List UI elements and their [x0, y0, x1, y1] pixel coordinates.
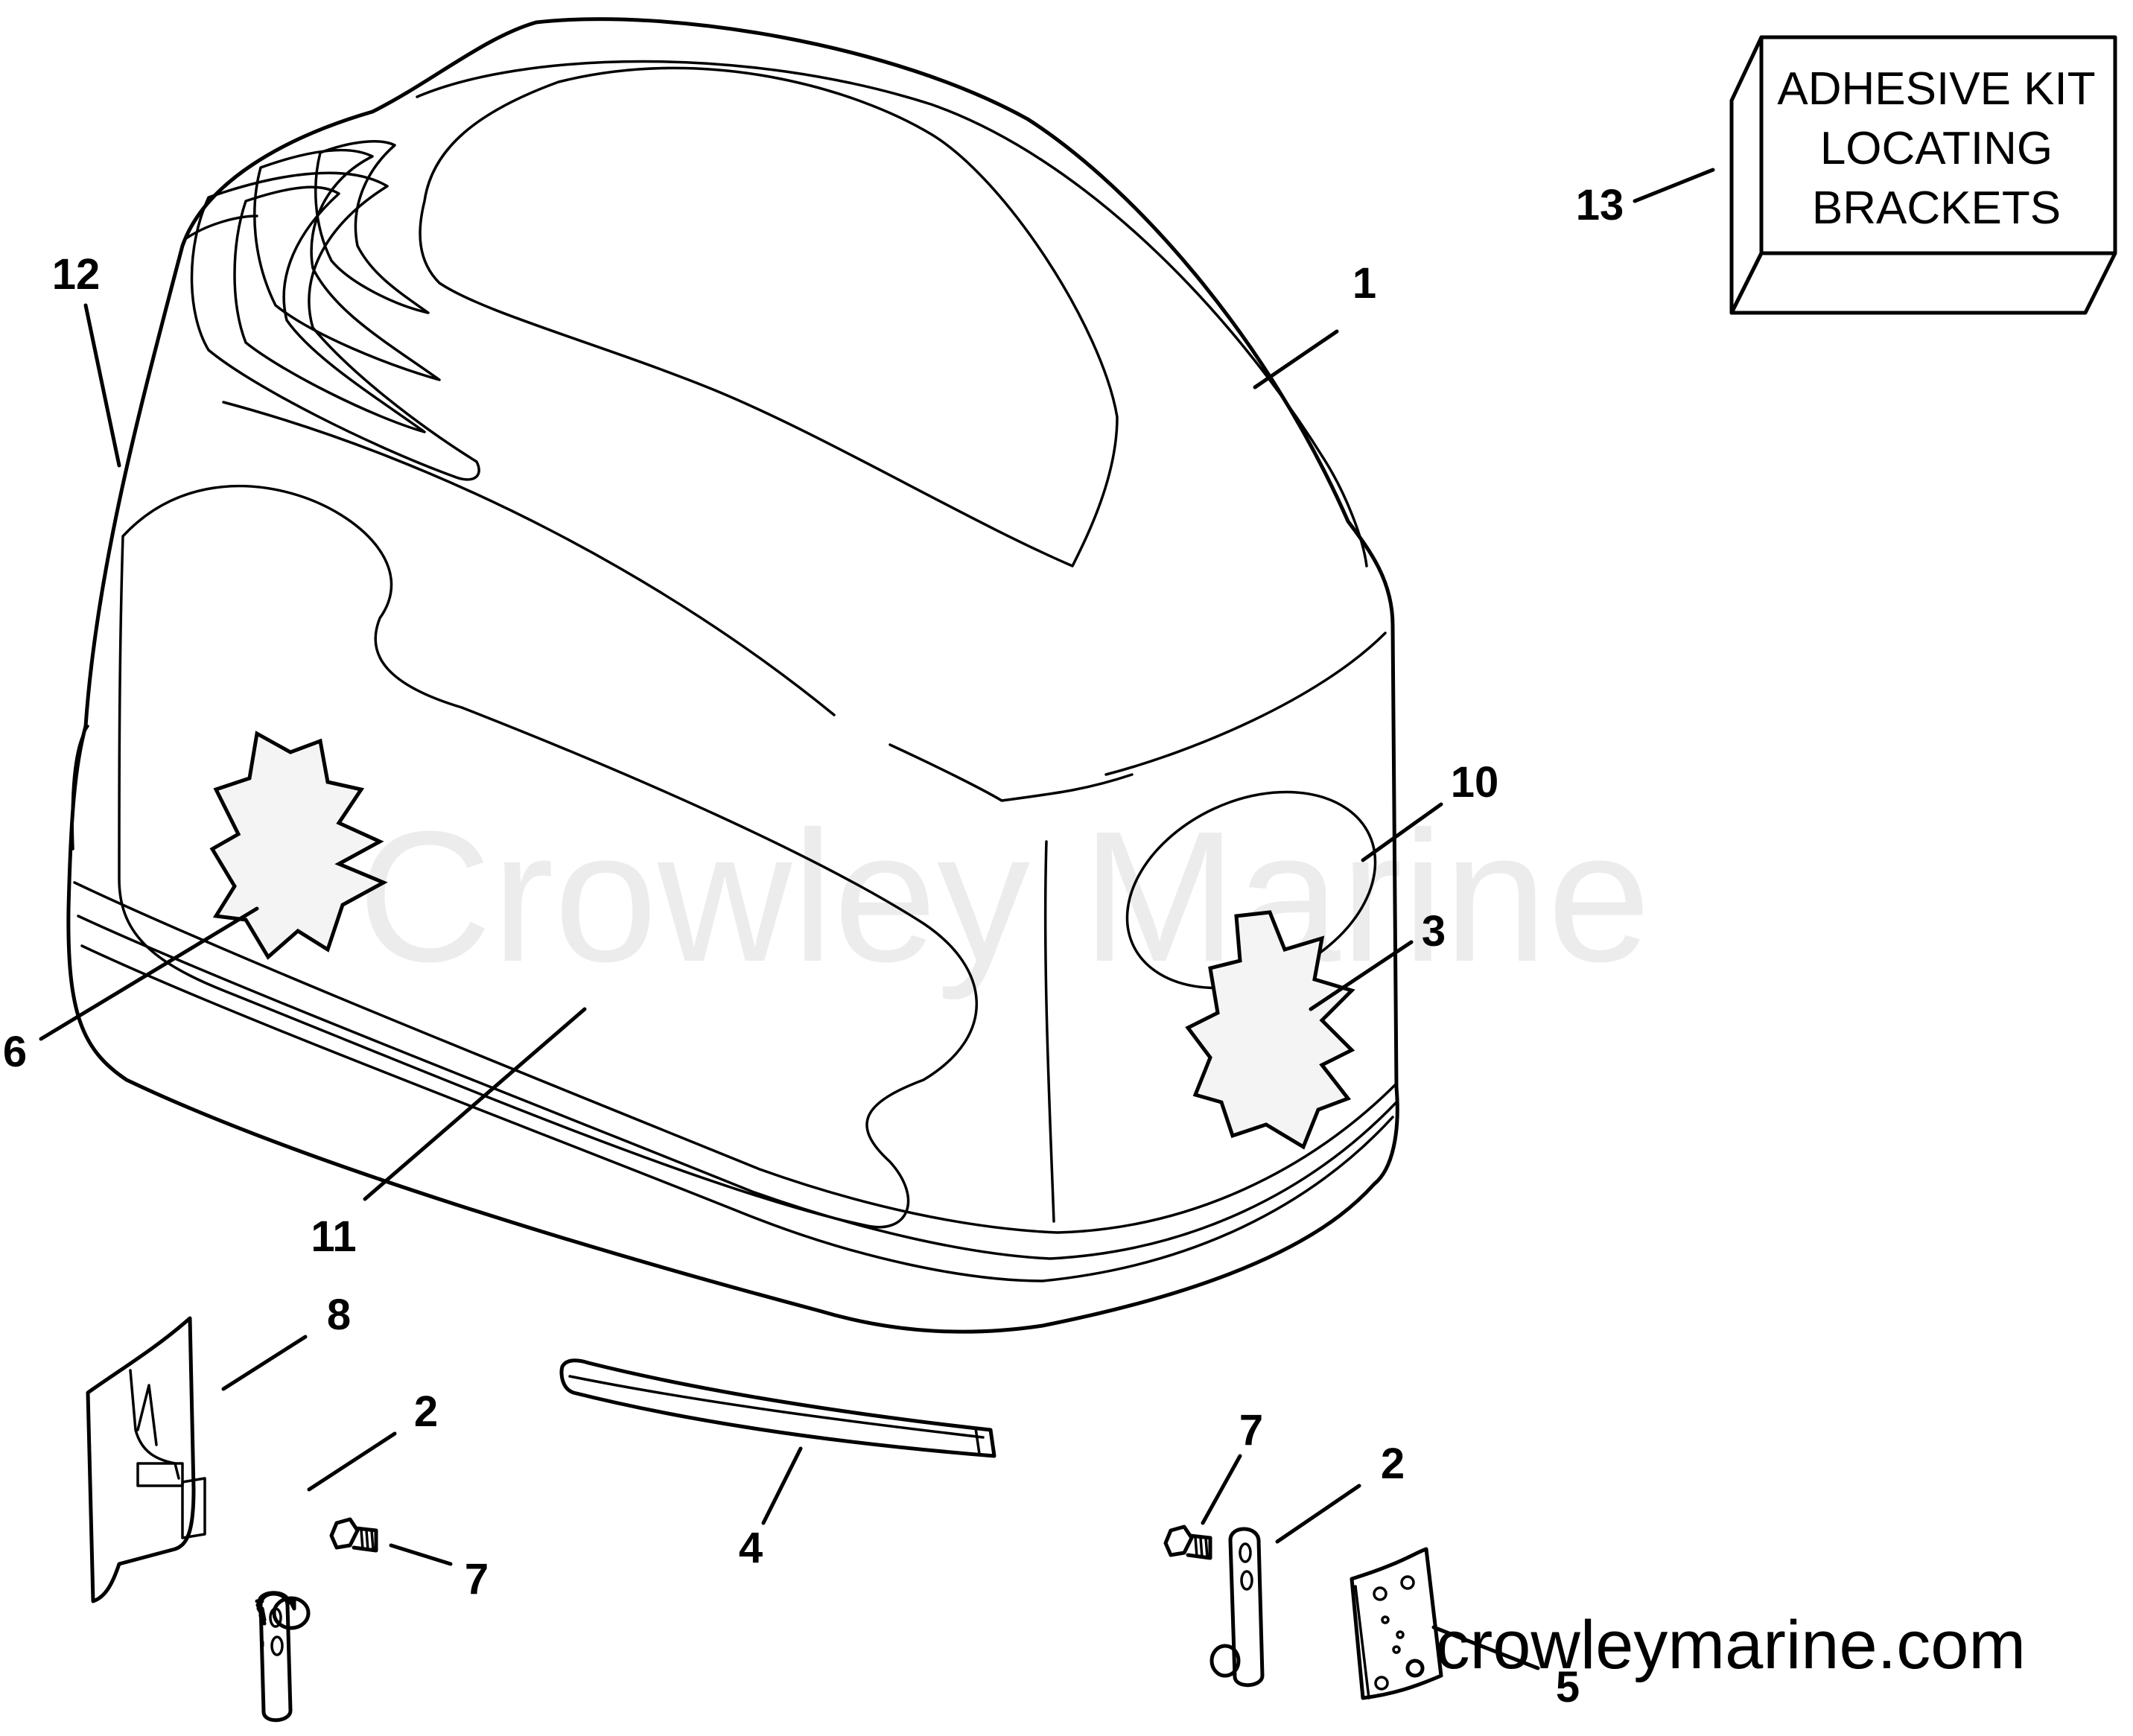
kit-line-2: LOCATING	[1820, 123, 2053, 174]
callout-6: 6	[3, 1028, 27, 1076]
link-bar-right	[1209, 1527, 1265, 1688]
leader-8	[221, 1335, 308, 1391]
leader-3	[1309, 940, 1414, 1011]
callout-1: 1	[1352, 259, 1376, 308]
engine-cover	[66, 17, 1399, 1334]
leader-7-left	[389, 1543, 453, 1566]
callout-3: 3	[1422, 907, 1446, 956]
left-link-visible-round-knob	[272, 1596, 311, 1630]
leader-2-left	[307, 1431, 397, 1492]
callout-12: 12	[52, 250, 101, 299]
callout-7-right: 7	[1239, 1406, 1263, 1454]
leader-1	[1253, 329, 1339, 390]
bracket-plate	[86, 1316, 206, 1603]
adhesive-kit-box: ADHESIVE KIT LOCATING BRACKETS	[1729, 35, 2117, 315]
leader-11	[363, 1007, 587, 1201]
bolt-right	[1163, 1524, 1212, 1560]
kit-line-1: ADHESIVE KIT	[1777, 63, 2095, 115]
callout-13: 13	[1576, 181, 1624, 229]
leader-12	[83, 303, 121, 468]
bolt-left	[329, 1517, 378, 1553]
leader-7-right	[1201, 1454, 1242, 1525]
leader-4	[761, 1446, 803, 1525]
callout-11: 11	[311, 1212, 356, 1261]
hinge-plate	[1350, 1547, 1443, 1700]
callout-8: 8	[327, 1291, 351, 1339]
kit-line-3: BRACKETS	[1812, 182, 2061, 234]
seal-strip	[559, 1358, 996, 1458]
leader-2-right	[1275, 1484, 1361, 1544]
callout-4: 4	[739, 1524, 763, 1572]
callout-5: 5	[1556, 1663, 1580, 1711]
callout-2-right: 2	[1381, 1440, 1405, 1488]
callout-10: 10	[1451, 758, 1499, 807]
leader-6	[39, 906, 259, 1041]
leader-5	[1431, 1625, 1540, 1670]
leader-13	[1633, 168, 1715, 203]
callout-7-left: 7	[465, 1555, 489, 1603]
leader-10	[1361, 802, 1443, 862]
starburst-decal-left	[209, 731, 388, 960]
starburst-decal-right	[1185, 910, 1355, 1150]
callout-2-left: 2	[414, 1387, 438, 1436]
watermark-text: Crowley Marine	[357, 792, 1651, 1000]
website-text: crowleymarine.com	[1436, 1607, 2026, 1683]
